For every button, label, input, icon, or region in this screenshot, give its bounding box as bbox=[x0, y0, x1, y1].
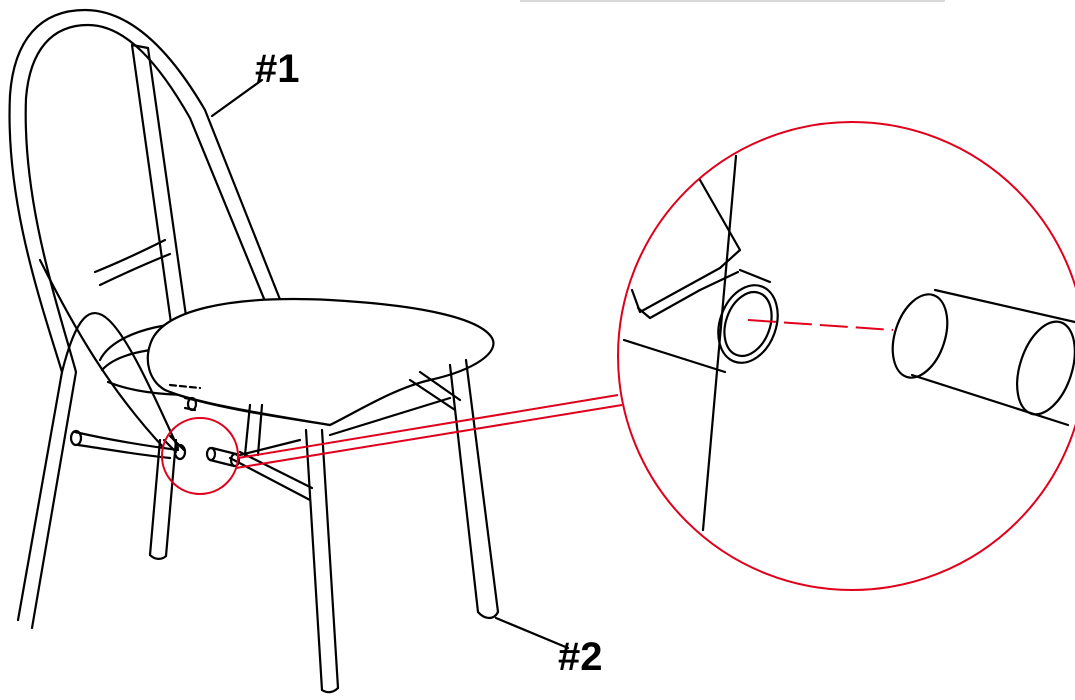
magnified-callout-circle bbox=[617, 121, 1075, 591]
callout-connector-bottom bbox=[235, 404, 623, 469]
part1-label: #1 bbox=[255, 47, 300, 91]
callout-connector-top bbox=[237, 394, 619, 459]
detail-callout bbox=[161, 121, 1075, 591]
chair-leg-frame bbox=[69, 358, 500, 694]
leader-line-part1 bbox=[210, 78, 264, 118]
leader-line-part2 bbox=[494, 616, 570, 650]
part-labels: #1 #2 bbox=[210, 47, 603, 679]
chair-seat bbox=[146, 297, 495, 427]
top-edge-line bbox=[520, 0, 945, 2]
joint-tube-ends bbox=[162, 434, 241, 468]
magnified-joint-detail bbox=[622, 154, 1075, 532]
socket-opening bbox=[717, 284, 779, 364]
alignment-dashed-line bbox=[747, 319, 894, 331]
insert-tube-end bbox=[891, 293, 949, 379]
small-callout-circle bbox=[161, 417, 239, 495]
part2-label: #2 bbox=[558, 635, 603, 679]
